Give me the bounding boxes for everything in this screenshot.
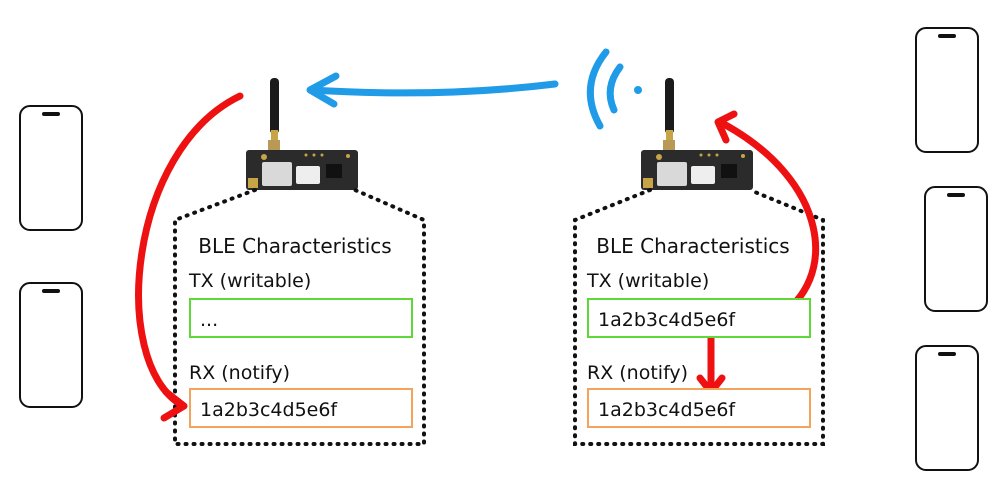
left-callout-outline	[173, 188, 426, 446]
panel-title: BLE Characteristics	[198, 234, 392, 258]
rx-label: RX (notify)	[587, 362, 689, 384]
tx-value: 1a2b3c4d5e6f	[598, 309, 736, 331]
phone-icon	[915, 27, 979, 153]
phone-icon	[19, 105, 83, 231]
phone-icon	[19, 282, 83, 408]
right-ble-panel: BLE Characteristics TX (writable) 1a2b3c…	[573, 216, 813, 444]
panel-title: BLE Characteristics	[596, 234, 790, 258]
radio-transmission-arrow	[306, 72, 559, 108]
tx-value: ...	[200, 309, 219, 331]
tx-label: TX (writable)	[189, 270, 312, 292]
tx-field: ...	[189, 298, 413, 338]
left-receive-arrow	[135, 92, 244, 422]
wireless-signal-icon	[586, 48, 642, 130]
tx-field: 1a2b3c4d5e6f	[587, 298, 811, 338]
phone-icon	[915, 345, 979, 471]
phone-icon	[924, 186, 988, 312]
left-ble-panel: BLE Characteristics TX (writable) ... RX…	[175, 216, 415, 444]
rx-value: 1a2b3c4d5e6f	[200, 399, 338, 421]
rx-value: 1a2b3c4d5e6f	[598, 399, 736, 421]
rx-field: 1a2b3c4d5e6f	[587, 388, 811, 428]
rx-label: RX (notify)	[189, 362, 291, 384]
tx-label: TX (writable)	[587, 270, 710, 292]
rx-field: 1a2b3c4d5e6f	[189, 388, 413, 428]
